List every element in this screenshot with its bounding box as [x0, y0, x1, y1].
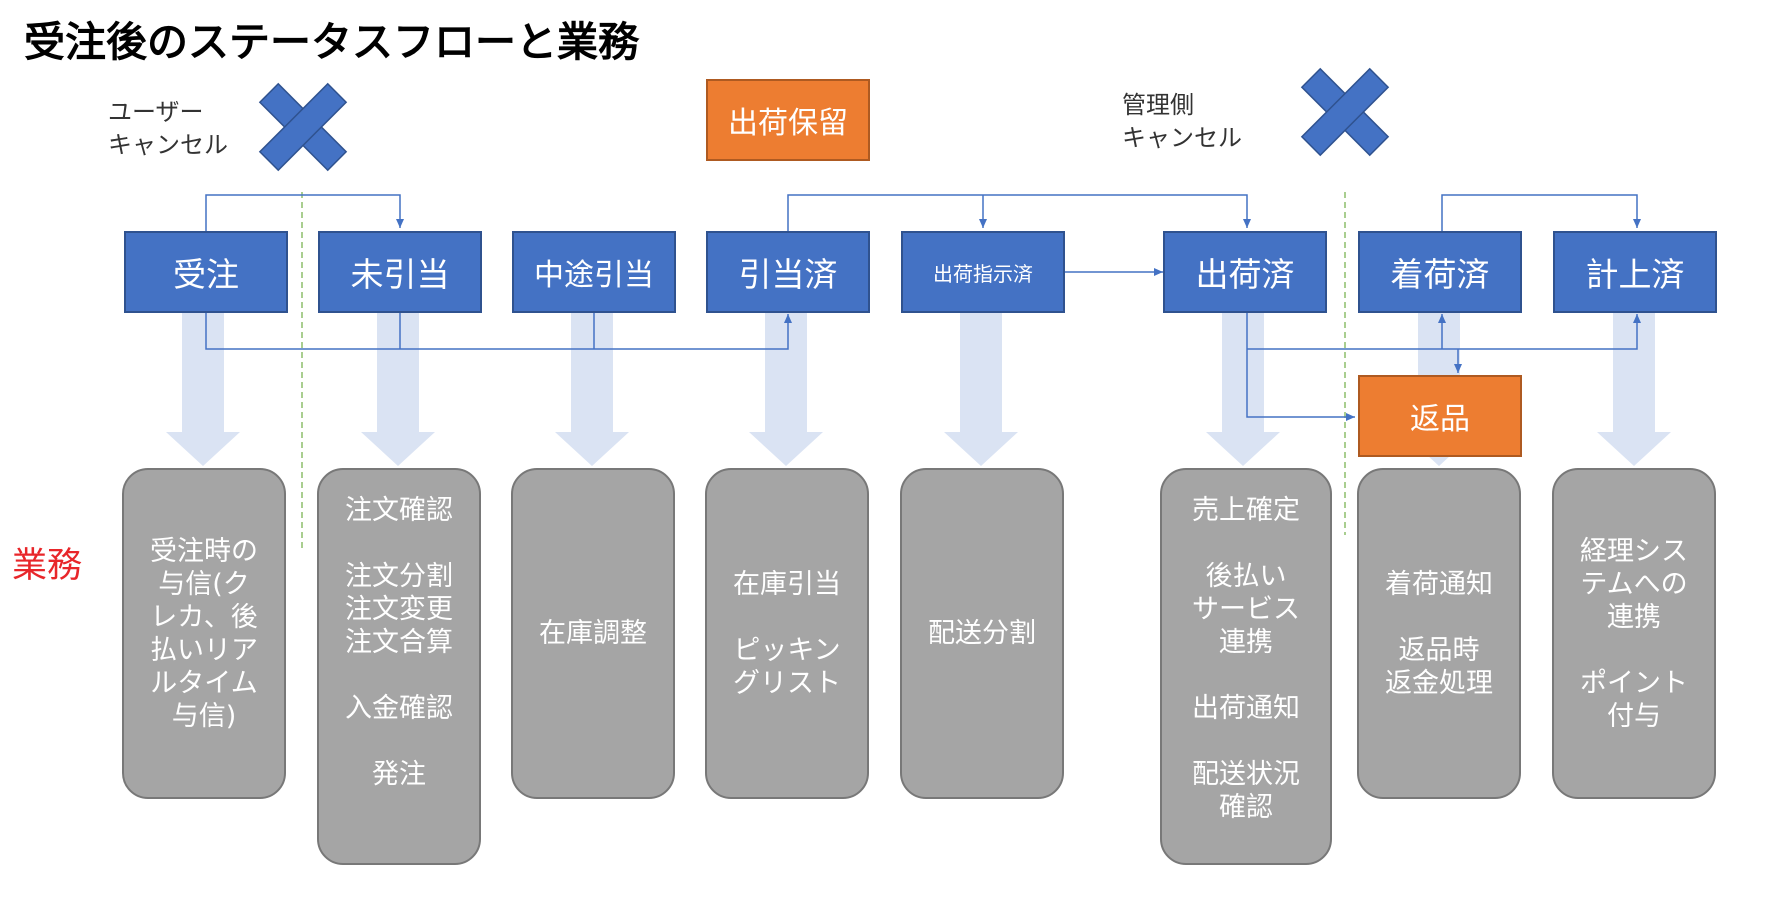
task-down-arrows [166, 308, 1671, 466]
task-keijozumi: 経理シス テムへの 連携 ポイント 付与 [1552, 468, 1716, 799]
connector-chakkazumi-keijozumi [1441, 194, 1641, 231]
connector-shukkazumi-branch [1247, 314, 1641, 350]
down-arrow-mihikiate [361, 308, 435, 466]
task-chakkazumi: 着荷通知 返品時 返金処理 [1357, 468, 1521, 799]
flow-connectors [205, 194, 1641, 421]
down-arrow-chuto [555, 308, 629, 466]
business-label: 業務 [12, 546, 83, 586]
task-chuto: 在庫調整 [511, 468, 675, 799]
down-arrow-hikiatezumi [749, 308, 823, 466]
down-arrow-juchu [166, 308, 240, 466]
down-arrow-keijozumi [1597, 308, 1671, 466]
status-mihikiate: 未引当 [318, 231, 482, 313]
task-juchu: 受注時の 与信(ク レカ、後 払いリア ルタイム 与信) [122, 468, 286, 799]
page-title: 受注後のステータスフローと業務 [24, 18, 639, 66]
connector-bottom-to-hikiatezumi [205, 313, 792, 350]
admin-cancel-note: 管理側 キャンセル [1122, 91, 1242, 152]
cross-icon [258, 82, 348, 172]
status-chakkazumi: 着荷済 [1358, 231, 1522, 313]
down-arrow-shukkazumi [1206, 308, 1280, 466]
connector-hikiatezumi-top [787, 194, 1251, 231]
task-shukkazumi: 売上確定 後払い サービス 連携 出荷通知 配送状況 確認 [1160, 468, 1332, 865]
returns-box: 返品 [1358, 375, 1522, 457]
task-shijizumi: 配送分割 [900, 468, 1064, 799]
connector-juchu-mihikiate [205, 194, 404, 231]
task-hikiatezumi: 在庫引当 ピッキン グリスト [705, 468, 869, 799]
status-keijozumi: 計上済 [1553, 231, 1717, 313]
status-shukkazumi: 出荷済 [1163, 231, 1327, 313]
status-chuto-hikiate: 中途引当 [512, 231, 676, 313]
user-cancel-note: ユーザー キャンセル [108, 98, 228, 159]
status-shukka-shijizumi: 出荷指示済 [901, 231, 1065, 313]
phase-separators [301, 192, 1346, 552]
down-arrow-shijizumi [944, 308, 1018, 466]
status-juchu: 受注 [124, 231, 288, 313]
shipment-hold-box: 出荷保留 [706, 79, 870, 161]
status-hikiatezumi: 引当済 [706, 231, 870, 313]
task-mihikiate: 注文確認 注文分割 注文変更 注文合算 入金確認 発注 [317, 468, 481, 865]
connector-shukkazumi-henpin [1246, 313, 1355, 421]
cross-icon [1300, 67, 1390, 157]
